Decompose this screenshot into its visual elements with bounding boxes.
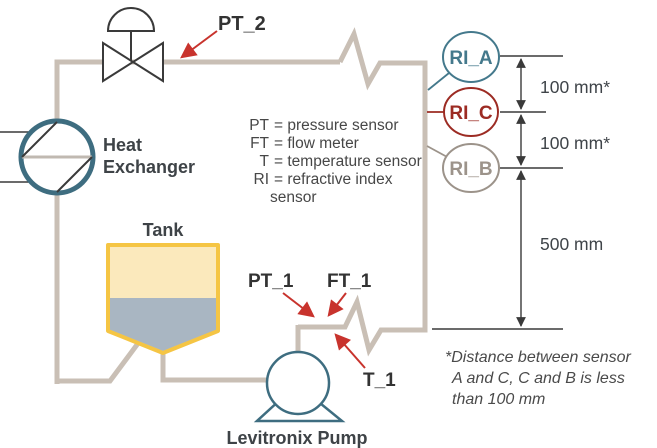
legend-abbr-t: T <box>260 153 270 170</box>
ri-a-leader-line <box>427 72 450 91</box>
tank-outline <box>106 243 220 355</box>
footnote-line2: A and C, C and B is less <box>451 370 625 387</box>
pt1-arrow <box>282 292 315 318</box>
legend-desc-t: = temperature sensor <box>274 153 422 170</box>
footnote-line1: *Distance between sensor <box>445 349 632 366</box>
footnote-line3: than 100 mm <box>452 391 545 408</box>
pt2-arrow <box>180 30 218 59</box>
heat-exchanger-coil-diagonals <box>21 121 93 193</box>
ri-a-sensor-label: RI_A <box>449 48 493 69</box>
ri-b-leader-line <box>426 145 450 159</box>
heat-exchanger-label-line2: Exchanger <box>103 157 195 177</box>
valve-body-left <box>102 41 135 83</box>
heat-exchanger-side-nozzles <box>0 131 31 183</box>
control-valve <box>102 7 164 83</box>
ri-a-sensor-bubble <box>442 31 500 83</box>
pipe-loop <box>54 27 428 384</box>
legend-abbr-pt: PT <box>249 117 269 134</box>
levitronix-pump <box>253 350 346 423</box>
heat-exchanger <box>0 118 96 196</box>
ft1-arrow <box>327 292 347 317</box>
ri-b-sensor-bubble <box>442 143 500 193</box>
valve-body-right <box>131 41 164 83</box>
ri-b-sensor-label: RI_B <box>449 159 492 180</box>
ri-sensors: RI_A RI_C RI_B <box>426 31 500 193</box>
ft1-tag-label: FT_1 <box>327 271 372 292</box>
legend-desc-ri-wrap: sensor <box>270 189 317 206</box>
legend-desc-pt: = pressure sensor <box>274 117 399 134</box>
legend-abbr-ri: RI <box>254 171 270 188</box>
legend-desc-ft: = flow meter <box>274 135 359 152</box>
pump-label: Levitronix Pump <box>226 428 367 448</box>
footnote: *Distance between sensor A and C, C and … <box>445 349 632 408</box>
legend: PT = pressure sensor FT = flow meter T =… <box>249 117 422 206</box>
dim-label-b-bottom: 500 mm <box>540 234 603 254</box>
pt1-tag-label: PT_1 <box>248 271 294 292</box>
pt2-tag-label: PT_2 <box>218 13 266 35</box>
pipe-bottom-left-return <box>55 340 142 384</box>
ri-c-sensor-bubble <box>443 87 499 137</box>
pipe-left-and-top <box>54 59 340 384</box>
t1-arrow <box>334 333 366 369</box>
pipe-right-with-breaks <box>298 27 428 357</box>
heat-exchanger-label-line1: Heat <box>103 135 142 155</box>
annotation-arrows <box>180 30 366 369</box>
dimension-lines <box>432 55 563 330</box>
tank-label: Tank <box>143 220 185 240</box>
ri-c-sensor-label: RI_C <box>449 103 493 124</box>
valve-actuator-dome <box>106 7 156 32</box>
pipe-tank-to-pump <box>160 350 270 383</box>
dim-label-c-b: 100 mm* <box>540 133 610 153</box>
t1-tag-label: T_1 <box>363 370 396 391</box>
dim-label-a-c: 100 mm* <box>540 77 610 97</box>
tank-liquid <box>110 298 216 351</box>
legend-desc-ri: = refractive index <box>274 171 393 188</box>
pump-casing <box>265 350 331 416</box>
tank <box>106 243 220 355</box>
legend-abbr-ft: FT <box>250 135 269 152</box>
